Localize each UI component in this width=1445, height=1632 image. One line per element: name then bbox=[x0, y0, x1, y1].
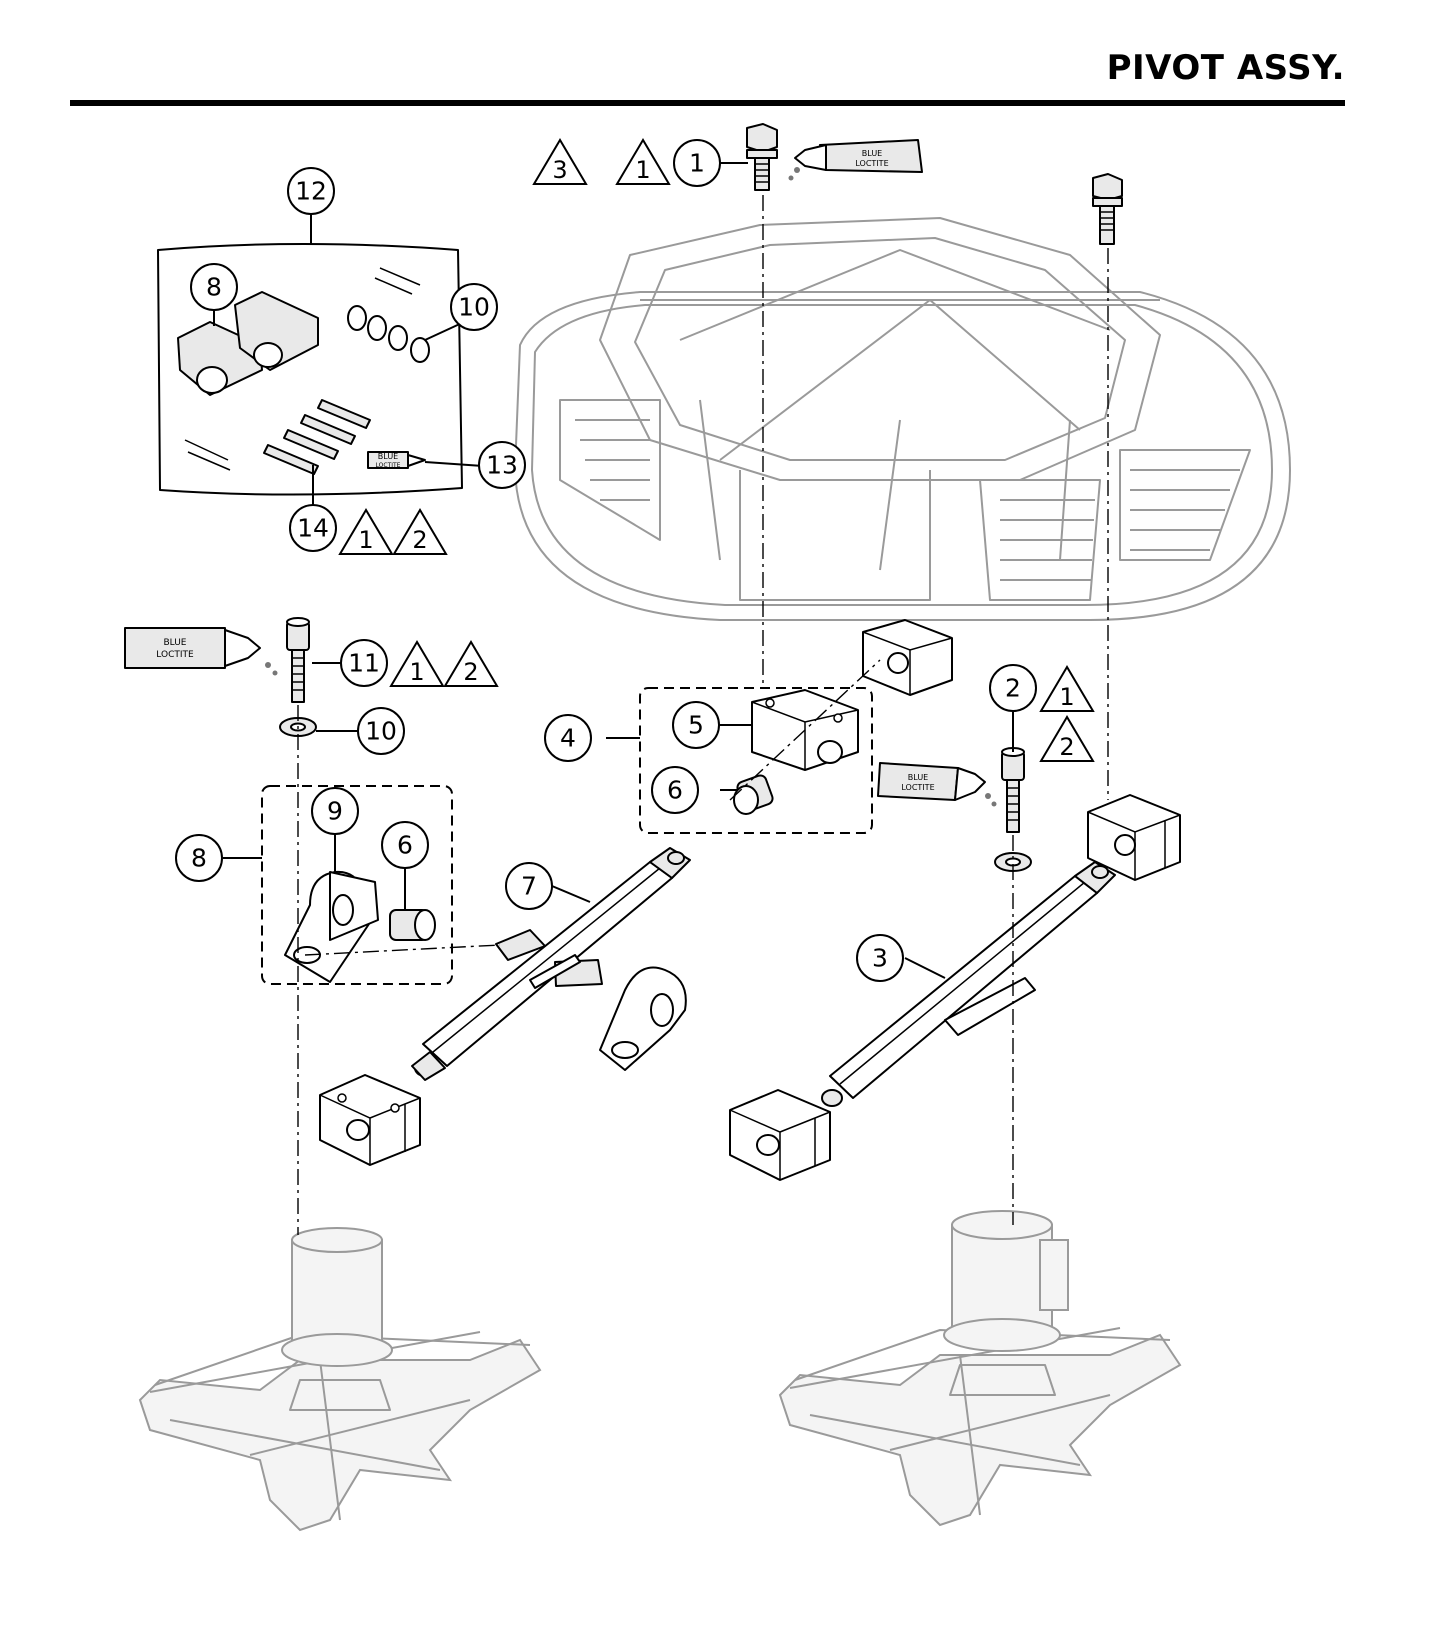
drive-unit-right bbox=[778, 1210, 1182, 1527]
loctite-tube-top: BLUE LOCTITE bbox=[788, 139, 923, 181]
bolt-item-1 bbox=[746, 123, 778, 191]
svg-text:9: 9 bbox=[327, 797, 343, 826]
callout-10: 10 bbox=[357, 707, 405, 755]
warning-1-kit: 1 bbox=[338, 508, 394, 555]
svg-text:12: 12 bbox=[295, 177, 327, 206]
callout-8: 8 bbox=[175, 834, 223, 882]
svg-text:10: 10 bbox=[458, 293, 490, 322]
svg-text:2: 2 bbox=[1005, 674, 1021, 703]
loctite-tube-left: BLUE LOCTITE bbox=[124, 627, 278, 676]
bearing-block-upper-right bbox=[1087, 794, 1181, 881]
callout-6-left: 6 bbox=[381, 821, 429, 869]
svg-text:10: 10 bbox=[365, 717, 397, 746]
warning-1-right: 1 bbox=[1039, 665, 1095, 712]
svg-text:2: 2 bbox=[463, 658, 478, 686]
kit-tube-label-loctite: LOCTITE bbox=[376, 462, 401, 469]
callout-13: 13 bbox=[478, 441, 526, 489]
svg-text:6: 6 bbox=[667, 776, 683, 805]
loctite-tube-right: BLUE LOCTITE bbox=[877, 762, 997, 807]
callout-2: 2 bbox=[989, 664, 1037, 712]
warning-2-right: 2 bbox=[1039, 715, 1095, 762]
svg-text:1: 1 bbox=[635, 156, 650, 184]
svg-text:1: 1 bbox=[409, 658, 424, 686]
warning-2-left: 2 bbox=[443, 640, 499, 687]
svg-text:7: 7 bbox=[521, 872, 537, 901]
svg-text:8: 8 bbox=[206, 273, 222, 302]
callout-14: 14 bbox=[289, 504, 337, 552]
warning-2-kit: 2 bbox=[392, 508, 448, 555]
svg-text:3: 3 bbox=[872, 944, 888, 973]
bearing-block-lower-right bbox=[729, 1089, 831, 1181]
kit-tube-label-blue: BLUE bbox=[378, 452, 398, 461]
callout-6-top: 6 bbox=[651, 766, 699, 814]
title-rule bbox=[70, 100, 1345, 106]
svg-text:2: 2 bbox=[1059, 733, 1074, 761]
tube-top-label-loctite: LOCTITE bbox=[855, 159, 888, 168]
socket-screw-item-2 bbox=[1001, 747, 1025, 833]
tube-left-label-blue: BLUE bbox=[163, 638, 186, 648]
center-lines bbox=[297, 195, 1109, 1235]
tube-left-label-loctite: LOCTITE bbox=[156, 650, 194, 660]
callout-5: 5 bbox=[672, 701, 720, 749]
svg-text:1: 1 bbox=[689, 149, 705, 178]
bolt-right-top bbox=[1092, 173, 1123, 245]
socket-screw-item-11 bbox=[286, 617, 310, 703]
pivot-tube-item-7 bbox=[411, 847, 691, 1081]
svg-text:11: 11 bbox=[348, 649, 380, 678]
leader-lines bbox=[213, 162, 1014, 979]
platform-frame bbox=[514, 217, 1291, 621]
svg-text:14: 14 bbox=[297, 514, 329, 543]
hardware-kit-bag: BLUE LOCTITE bbox=[157, 243, 463, 496]
callout-12: 12 bbox=[287, 167, 335, 215]
callout-7: 7 bbox=[505, 862, 553, 910]
bushing-item-6-top bbox=[733, 774, 774, 815]
callout-8-kit: 8 bbox=[190, 263, 238, 311]
bearing-block-cap-top bbox=[862, 619, 953, 696]
warning-3-top: 3 bbox=[532, 138, 588, 185]
drive-unit-left bbox=[138, 1227, 542, 1532]
page-title: PIVOT ASSY. bbox=[1106, 48, 1345, 88]
tube-right-label-blue: BLUE bbox=[908, 773, 928, 782]
svg-text:8: 8 bbox=[191, 844, 207, 873]
svg-text:5: 5 bbox=[688, 711, 704, 740]
callout-3: 3 bbox=[856, 934, 904, 982]
tube-right-label-loctite: LOCTITE bbox=[901, 783, 934, 792]
svg-text:3: 3 bbox=[552, 156, 567, 184]
bushing-item-6-left bbox=[389, 909, 436, 941]
svg-text:2: 2 bbox=[412, 526, 427, 554]
tube-top-label-blue: BLUE bbox=[862, 149, 882, 158]
callout-11: 11 bbox=[340, 639, 388, 687]
callout-1: 1 bbox=[673, 139, 721, 187]
svg-text:6: 6 bbox=[397, 831, 413, 860]
svg-text:13: 13 bbox=[486, 451, 518, 480]
svg-text:1: 1 bbox=[1059, 683, 1074, 711]
callout-9: 9 bbox=[311, 787, 359, 835]
svg-text:4: 4 bbox=[560, 724, 576, 753]
callout-4: 4 bbox=[544, 714, 592, 762]
svg-text:1: 1 bbox=[358, 526, 373, 554]
bearing-block-lower-left bbox=[319, 1074, 421, 1166]
pivot-tube-item-3 bbox=[821, 861, 1116, 1107]
callout-10-kit: 10 bbox=[450, 283, 498, 331]
warning-1-left: 1 bbox=[389, 640, 445, 687]
warning-1-top: 1 bbox=[615, 138, 671, 185]
